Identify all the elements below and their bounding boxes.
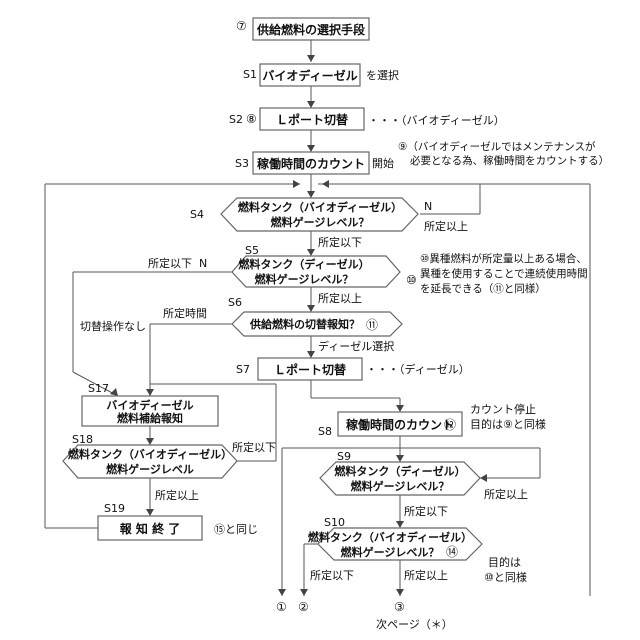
bio-select-text: バイオディーゼル: [262, 68, 357, 83]
marker-14: ⑭: [446, 545, 458, 559]
step-s2: S2: [229, 113, 243, 126]
connector-2: ②: [298, 600, 309, 614]
s10-text-2: 燃料ゲージレベル？: [340, 545, 440, 559]
step-s18: S18: [72, 433, 93, 446]
diesel-select-label: ディーゼル選択: [318, 339, 394, 353]
s6-text: 供給燃料の切替報知？: [249, 317, 360, 331]
step-s19: S19: [104, 502, 125, 515]
s9-text-1: 燃料タンク（ディーゼル）: [333, 464, 465, 478]
bio-paren-label: ・・・（バイオディーゼル）: [368, 113, 505, 127]
step-s8: S8: [318, 425, 332, 438]
purpose-label-2: ⑩と同様: [484, 570, 527, 584]
s4-text-2: 燃料ゲージレベル？: [270, 215, 370, 229]
step-s5: S5: [245, 244, 259, 257]
connector-3: ③: [394, 600, 405, 614]
s5-below-label: 所定以下: [148, 256, 192, 270]
select-label: を選択: [366, 68, 399, 82]
note9-line1: ⑨（バイオディーゼルではメンテナンスが: [398, 140, 596, 153]
step-s10: S10: [324, 516, 345, 529]
lport-text-2: Ｌポート切替: [274, 362, 347, 377]
count-stop-label: カウント停止: [470, 402, 536, 416]
no-switch-label: 切替操作なし: [80, 319, 146, 333]
marker-10: ⑩: [406, 273, 417, 287]
supply-select-text: 供給燃料の選択手段: [256, 22, 366, 37]
s17-text-1: バイオディーゼル: [106, 398, 193, 412]
step-s17: S17: [88, 382, 109, 395]
s5-text-2: 燃料ゲージレベル？: [254, 272, 354, 286]
note10-line3: を延長できる（⑪と同様）: [420, 282, 546, 295]
marker-11: ⑪: [366, 318, 378, 332]
count-s8-text: 稼働時間のカウント: [346, 417, 454, 432]
connector-1: ①: [276, 600, 287, 614]
s18-text-1: 燃料タンク（バイオディーゼル）: [67, 447, 232, 461]
step-s1: S1: [243, 68, 257, 81]
purpose-label-1: 目的は: [488, 555, 521, 569]
s10-below-label: 所定以下: [310, 568, 354, 582]
s9-text-2: 燃料ゲージレベル？: [350, 479, 450, 493]
lport-text-1: Ｌポート切替: [276, 112, 349, 127]
s5-text-1: 燃料タンク（ディーゼル）: [237, 257, 369, 271]
note9-line2: 必要となる為、稼働時間をカウントする）: [410, 154, 609, 167]
step-s3: S3: [235, 157, 249, 170]
s10-text-1: 燃料タンク（バイオディーゼル）: [307, 530, 472, 544]
s5-above-label: 所定以上: [318, 291, 362, 305]
s9-above-label: 所定以上: [484, 487, 528, 501]
marker-7: ⑦: [236, 19, 247, 33]
count-start-text: 稼働時間のカウント: [257, 156, 365, 171]
s6-time-label: 所定時間: [163, 306, 207, 320]
s4-below-label: 所定以下: [318, 235, 362, 249]
s18-below-label: 所定以下: [232, 440, 276, 454]
marker-12: ⑫: [444, 418, 456, 432]
s4-text-1: 燃料タンク（バイオディーゼル）: [237, 200, 402, 214]
count-purpose-label: 目的は⑨と同様: [470, 417, 546, 431]
same-15-label: ⑮と同じ: [214, 523, 258, 536]
next-page-label: 次ページ（＊）: [376, 617, 453, 631]
s19-text: 報 知 終 了: [120, 521, 181, 536]
s5-n-label: N: [199, 257, 207, 270]
step-s7: S7: [236, 363, 250, 376]
note10-line1: ⑩異種燃料が所定量以上ある場合、: [420, 252, 587, 265]
step-s4: S4: [190, 208, 204, 221]
diesel-paren-label: ・・・（ディーゼル）: [366, 362, 470, 376]
start-label: 開始: [372, 156, 394, 170]
s4-n-label: N: [424, 200, 432, 213]
s18-above-label: 所定以上: [155, 488, 199, 502]
s17-text-2: 燃料補給報知: [116, 411, 183, 425]
s10-above-label: 所定以上: [404, 568, 448, 582]
marker-8: ⑧: [246, 112, 257, 126]
step-s6: S6: [228, 296, 242, 309]
s18-text-2: 燃料ゲージレベル: [105, 462, 194, 476]
step-s9: S9: [337, 450, 351, 463]
s4-above-label: 所定以上: [424, 219, 468, 233]
note10-line2: 異種を使用することで連続使用時間: [420, 267, 588, 280]
s9-below-label: 所定以下: [404, 504, 448, 518]
